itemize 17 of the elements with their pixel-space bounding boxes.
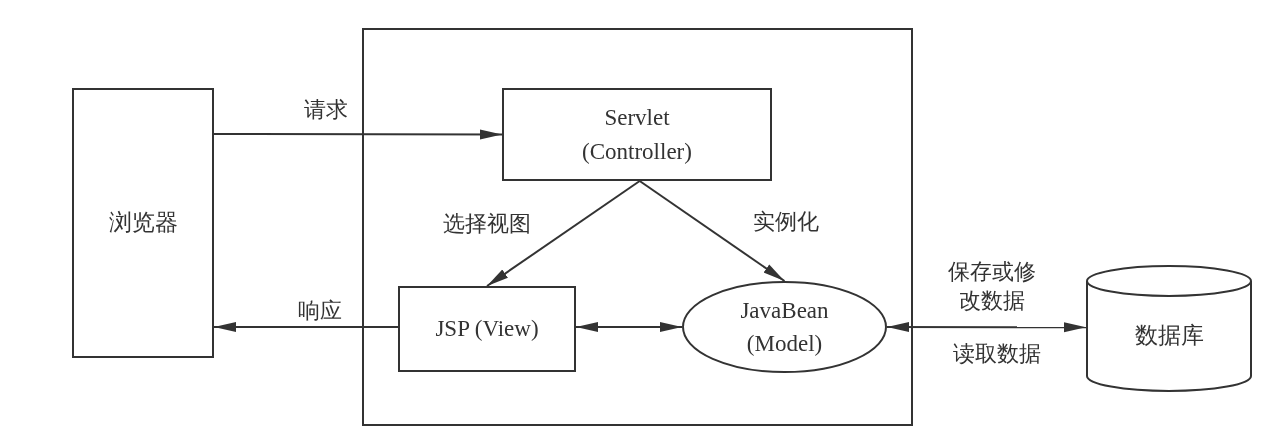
node-label: Servlet (Controller): [581, 104, 693, 166]
double-arrow: [575, 322, 683, 332]
arrow: [213, 321, 399, 332]
node-label: 数据库: [1134, 321, 1204, 350]
database-cylinder: [1086, 265, 1252, 392]
arrow: [213, 129, 503, 140]
arrow: [638, 180, 786, 282]
jsp-box: [398, 286, 576, 372]
javabean-ellipse: [682, 281, 887, 373]
container-box: [362, 28, 913, 426]
arrow: [486, 180, 641, 287]
servlet-box: [502, 88, 772, 181]
node-label: JavaBean (Model): [739, 296, 830, 358]
node-label: JSP (View): [435, 315, 539, 344]
browser-box: [72, 88, 214, 358]
node-label: 浏览器: [108, 209, 178, 238]
double-arrow: [886, 322, 1087, 333]
